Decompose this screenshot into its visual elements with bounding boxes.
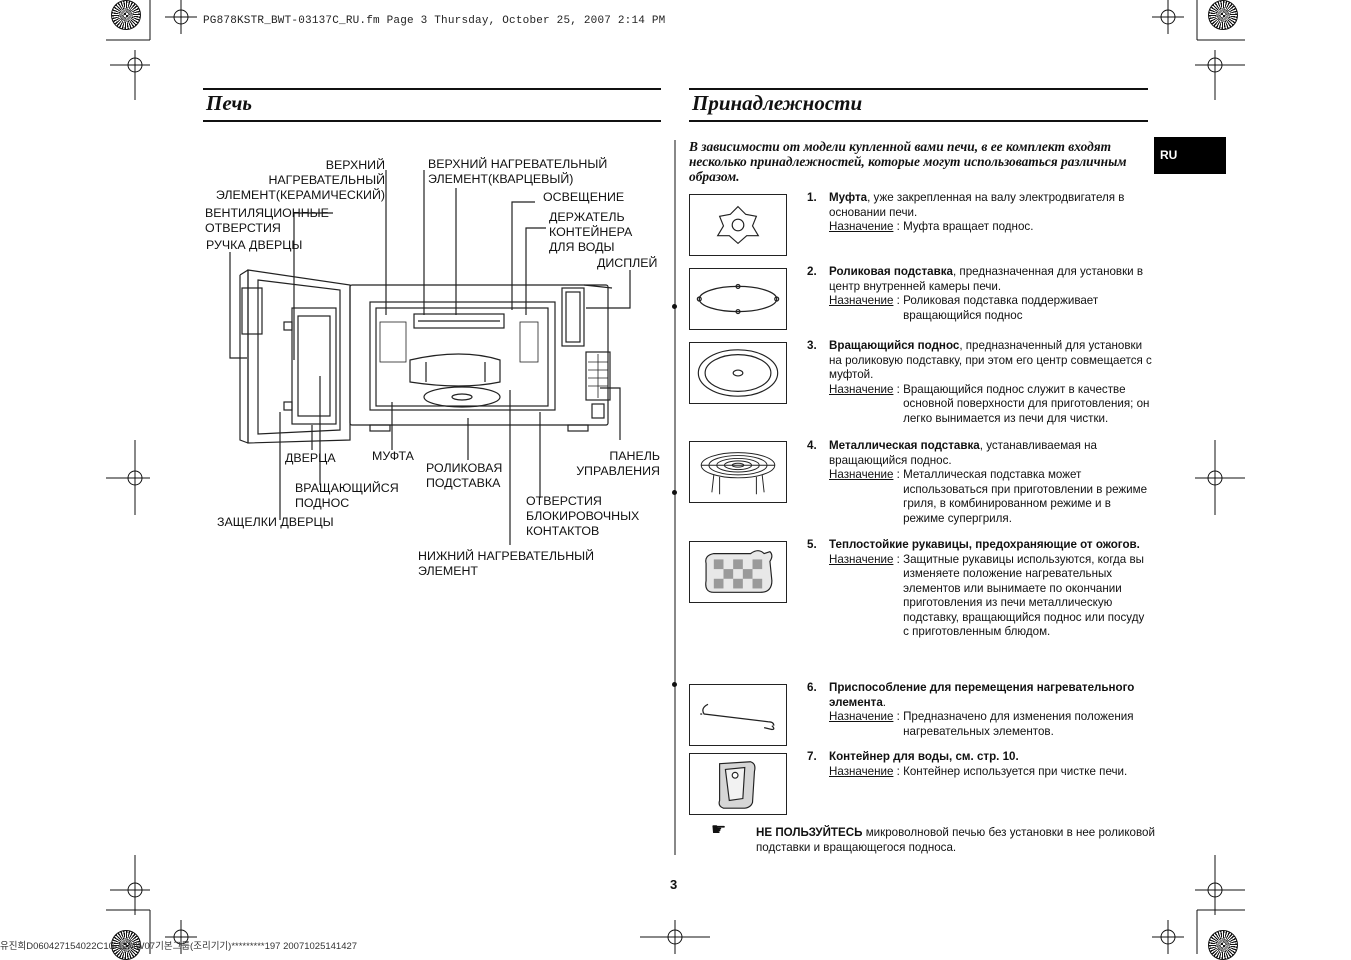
accessory-item: 7. Контейнер для воды, см. стр. 10. Назн… xyxy=(807,750,1128,778)
heater-hook-image xyxy=(689,684,787,746)
label-door-handle: РУЧКА ДВЕРЦЫ xyxy=(206,238,303,252)
label-top-heater-quartz: ВЕРХНИЙ НАГРЕВАТЕЛЬНЫЙ ЭЛЕМЕНТ(КВАРЦЕВЫЙ… xyxy=(428,157,608,186)
accessory-item: 5. Теплостойкие рукавицы, предохраняющие… xyxy=(807,538,1145,638)
accessory-item: 1. Муфта, уже закрепленная на валу элект… xyxy=(807,191,1125,233)
accessory-item: 3. Вращающийся поднос, предназначенный д… xyxy=(807,339,1152,425)
accessories-section-title: Принадлежности xyxy=(692,91,863,115)
margin-dot xyxy=(672,304,677,309)
turntable-image xyxy=(689,342,787,404)
accessory-item: 4. Металлическая подставка, устанавливае… xyxy=(807,439,1148,525)
pointing-hand-icon: ☛ xyxy=(711,820,727,840)
label-control-panel: ПАНЕЛЬ УПРАВЛЕНИЯ xyxy=(576,449,660,478)
language-tab: RU xyxy=(1154,137,1226,174)
file-info-header: PG878KSTR_BWT-03137C_RU.fm Page 3 Thursd… xyxy=(203,15,666,27)
print-footer: 유진희D060427154022C10-12MW07기본그룹(조리기기)****… xyxy=(0,941,358,952)
roller-ring-image xyxy=(689,268,787,330)
registration-sunburst-icon xyxy=(1208,0,1238,30)
label-door-latches: ЗАЩЕЛКИ ДВЕРЦЫ xyxy=(217,515,334,529)
label-roller-ring: РОЛИКОВАЯ ПОДСТАВКА xyxy=(426,461,503,490)
oven-glove-image xyxy=(689,541,787,603)
registration-sunburst-icon xyxy=(111,0,141,30)
coupler-image xyxy=(689,194,787,256)
metal-rack-image xyxy=(689,441,787,503)
label-light: ОСВЕЩЕНИЕ xyxy=(543,190,625,204)
label-turntable: ВРАЩАЮЩИЙСЯ ПОДНОС xyxy=(295,481,399,510)
accessories-intro: В зависимости от модели купленной вами п… xyxy=(689,139,1127,184)
margin-dot xyxy=(672,682,677,687)
label-top-heater-ceramic: ВЕРХНИЙ НАГРЕВАТЕЛЬНЫЙ ЭЛЕМЕНТ(КЕРАМИЧЕС… xyxy=(215,158,385,202)
accessory-item: 2. Роликовая подставка, предназначенная … xyxy=(807,265,1144,322)
label-water-holder: ДЕРЖАТЕЛЬ КОНТЕЙНЕРА ДЛЯ ВОДЫ xyxy=(549,210,633,254)
water-container-image xyxy=(689,753,787,815)
warning-note: НЕ ПОЛЬЗУЙТЕСЬ микроволновой печью без у… xyxy=(756,826,1155,854)
oven-diagram xyxy=(229,170,631,545)
label-display: ДИСПЛЕЙ xyxy=(597,256,658,270)
accessory-item: 6. Приспособление для перемещения нагрев… xyxy=(807,681,1135,738)
label-vents: ВЕНТИЛЯЦИОННЫЕ ОТВЕРСТИЯ xyxy=(205,206,329,235)
label-coupler: МУФТА xyxy=(372,449,414,463)
label-interlock-holes: ОТВЕРСТИЯ БЛОКИРОВОЧНЫХ КОНТАКТОВ xyxy=(526,494,640,538)
label-door: ДВЕРЦА xyxy=(285,451,336,465)
oven-section-title: Печь xyxy=(206,91,252,115)
page-number: 3 xyxy=(670,877,678,892)
margin-dot xyxy=(672,490,677,495)
label-bottom-heater: НИЖНИЙ НАГРЕВАТЕЛЬНЫЙ ЭЛЕМЕНТ xyxy=(418,549,595,578)
